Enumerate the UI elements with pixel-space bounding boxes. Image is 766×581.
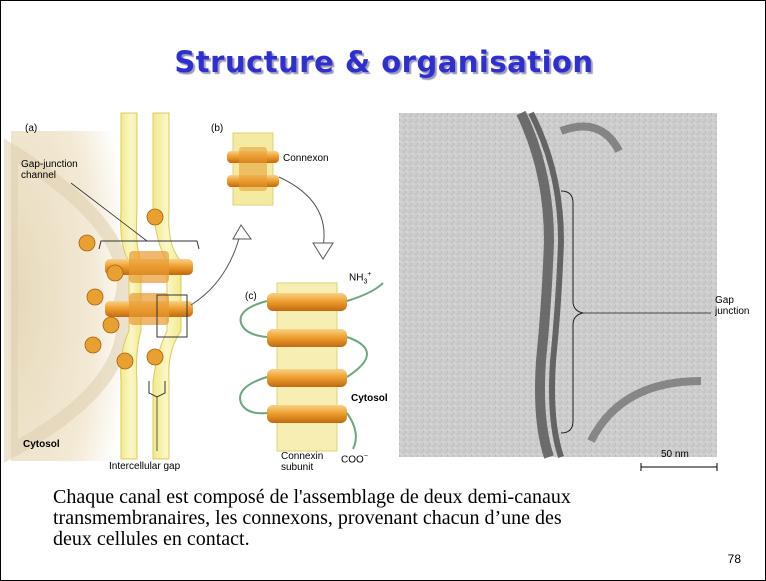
scale-bar-label: 50 nm <box>661 449 689 460</box>
intercellular-gap-label: Intercellular gap <box>109 461 180 472</box>
cytosol-left-label: Cytosol <box>23 439 60 450</box>
caption: Chaque canal est composé de l'assemblage… <box>53 487 753 550</box>
gap-junction-label: Gap junction <box>715 295 765 317</box>
cytosol-right-label: Cytosol <box>351 393 388 404</box>
panel-c-connexin <box>240 283 383 451</box>
caption-line-1: Chaque canal est composé de l'assemblage… <box>53 487 753 508</box>
coo-label: COO− <box>341 451 368 465</box>
nh3-label: NH3+ <box>349 269 371 287</box>
caption-line-2: transmembranaires, les connexons, proven… <box>53 508 753 529</box>
connexon-label: Connexon <box>283 153 329 164</box>
page-number: 78 <box>728 552 741 566</box>
connexin-subunit-label: Connexin subunit <box>281 451 341 473</box>
panel-b-label: (b) <box>211 123 223 134</box>
panel-c-label: (c) <box>245 291 257 302</box>
panel-b-connexon <box>227 133 279 205</box>
electron-micrograph <box>399 113 717 471</box>
gap-junction-channel-label: Gap-junction channel <box>21 159 101 181</box>
caption-line-3: deux cellules en contact. <box>53 529 753 550</box>
panel-a-label: (a) <box>25 123 37 134</box>
